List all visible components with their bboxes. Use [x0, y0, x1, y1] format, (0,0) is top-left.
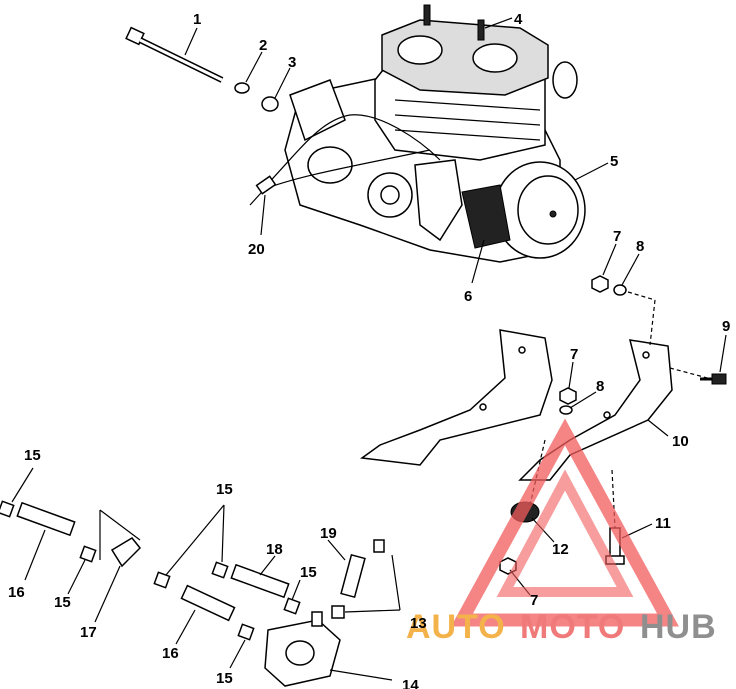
watermark-moto: MOTO — [520, 608, 625, 646]
callout-8a: 8 — [636, 238, 644, 255]
callout-15d: 15 — [300, 564, 317, 581]
callout-labels: 1 2 3 4 5 6 7 8 9 7 8 10 11 12 7 15 16 1… — [8, 11, 730, 689]
callout-12: 12 — [552, 541, 569, 558]
callout-6: 6 — [464, 288, 472, 305]
callout-17: 17 — [80, 624, 97, 641]
callout-19: 19 — [320, 525, 337, 542]
callout-3: 3 — [288, 54, 296, 71]
watermark-logo: AUTO MOTO HUB — [406, 418, 717, 646]
callout-2: 2 — [259, 37, 267, 54]
hose-fittings-group — [0, 500, 401, 687]
callout-18: 18 — [266, 541, 283, 558]
watermark-triangle — [451, 418, 679, 627]
watermark-auto: AUTO — [406, 608, 506, 646]
callout-14: 14 — [402, 677, 419, 689]
callout-15e: 15 — [216, 670, 233, 687]
callout-4: 4 — [514, 11, 523, 28]
callout-10: 10 — [672, 433, 689, 450]
engine-mount-brackets — [360, 291, 716, 481]
callout-20: 20 — [248, 241, 265, 258]
engine-assembly — [249, 4, 586, 263]
callout-7a: 7 — [613, 228, 621, 245]
mount-fasteners — [559, 275, 727, 415]
callout-15b: 15 — [54, 594, 71, 611]
callout-16b: 16 — [162, 645, 179, 662]
callout-1: 1 — [193, 11, 201, 28]
watermark-hub: HUB — [640, 608, 717, 646]
callout-7b: 7 — [570, 346, 578, 363]
callout-11: 11 — [655, 515, 671, 532]
callout-15c: 15 — [216, 481, 233, 498]
callout-7c: 7 — [530, 592, 538, 609]
callout-16a: 16 — [8, 584, 25, 601]
callout-5: 5 — [610, 153, 618, 170]
callout-9: 9 — [722, 318, 730, 335]
callout-15a: 15 — [24, 447, 41, 464]
callout-8b: 8 — [596, 378, 604, 395]
engine-bolt-hardware — [125, 26, 279, 112]
callout-13: 13 — [410, 615, 427, 632]
